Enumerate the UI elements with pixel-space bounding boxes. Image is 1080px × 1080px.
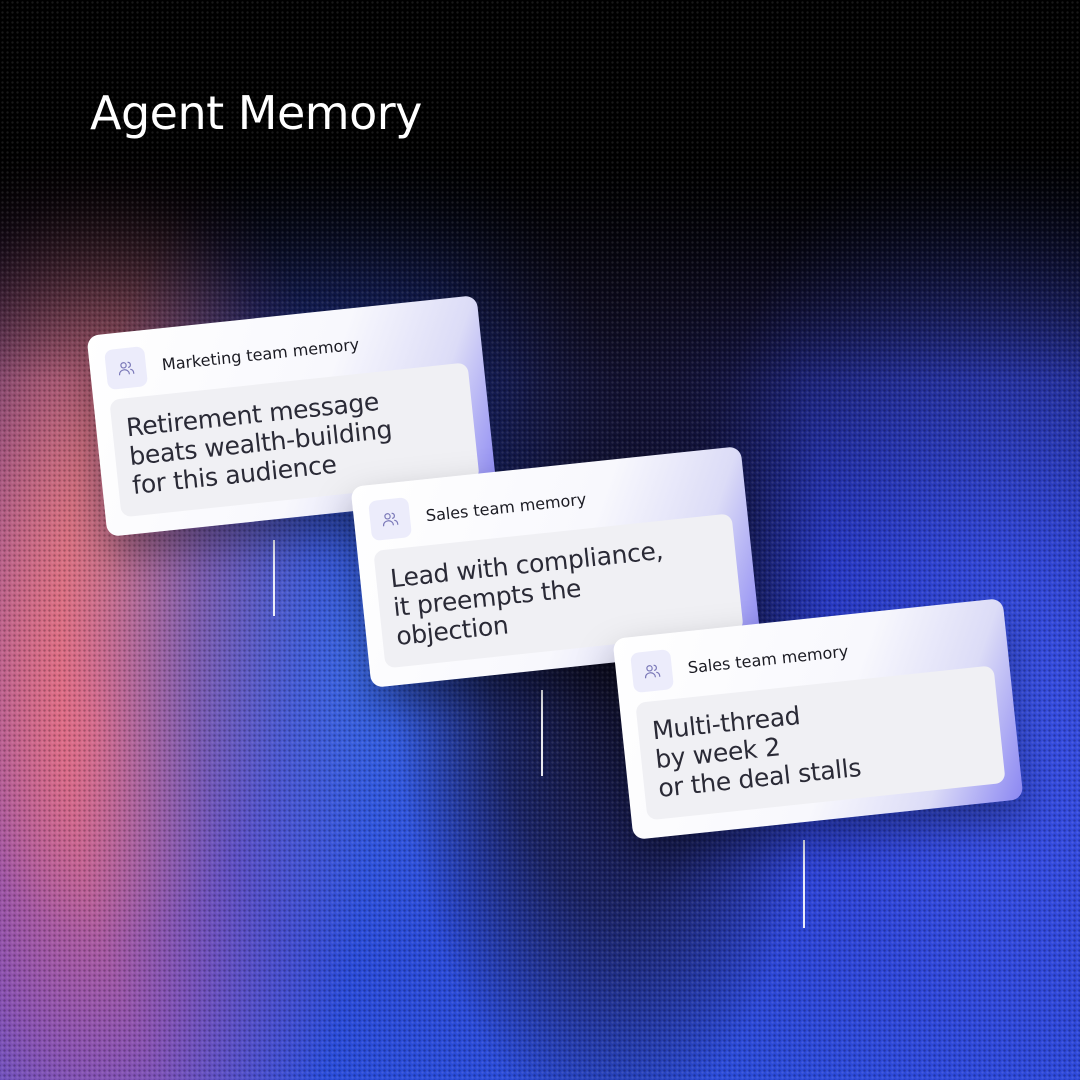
card-label: Sales team memory: [686, 641, 850, 677]
card-pin: [803, 840, 805, 928]
card-pin: [273, 540, 275, 616]
card-header: Sales team memory: [630, 616, 992, 694]
memory-card-marketing[interactable]: Marketing team memory Retirement message…: [86, 295, 498, 538]
memory-card-sales-multithread[interactable]: Sales team memory Multi-thread by week 2…: [612, 598, 1024, 841]
card-body: Multi-thread by week 2 or the deal stall…: [635, 665, 1006, 821]
card-header: Sales team memory: [368, 464, 730, 542]
users-icon: [368, 497, 413, 542]
background-top-fade: [0, 0, 1080, 380]
memory-card-sales-compliance[interactable]: Sales team memory Lead with compliance, …: [350, 446, 762, 689]
page-title: Agent Memory: [90, 86, 422, 140]
card-header: Marketing team memory: [104, 313, 466, 391]
card-label: Marketing team memory: [160, 334, 361, 374]
users-icon: [104, 346, 149, 391]
users-icon: [630, 649, 675, 694]
card-label: Sales team memory: [424, 489, 588, 525]
card-pin: [541, 690, 543, 776]
card-text: Multi-thread by week 2 or the deal stall…: [650, 700, 863, 803]
